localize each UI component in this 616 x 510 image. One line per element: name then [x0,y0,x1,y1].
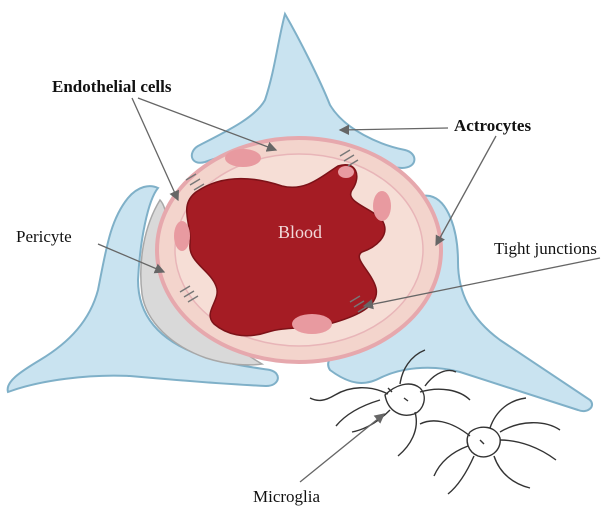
arrow-astrocyte-2 [436,136,496,245]
endothelial-nucleus [373,191,391,221]
arrow-microglia [300,414,384,482]
microglia-cell [467,427,500,457]
vessel: Blood [157,138,441,362]
microglia-cell [385,384,424,415]
arrow-endothelial-1 [132,98,178,200]
endothelial-nucleus [292,314,332,334]
label-microglia: Microglia [253,488,320,505]
arrow-astrocyte-1 [340,128,448,130]
endothelial-nucleus [225,149,261,167]
endothelial-nucleus [174,221,190,251]
blood-label: Blood [278,222,322,242]
endothelial-nucleus [338,166,354,178]
label-tight-junctions: Tight junctions [494,240,597,257]
label-astrocytes: Actrocytes [454,117,531,134]
label-pericyte: Pericyte [16,228,72,245]
label-endothelial-cells: Endothelial cells [52,78,171,95]
